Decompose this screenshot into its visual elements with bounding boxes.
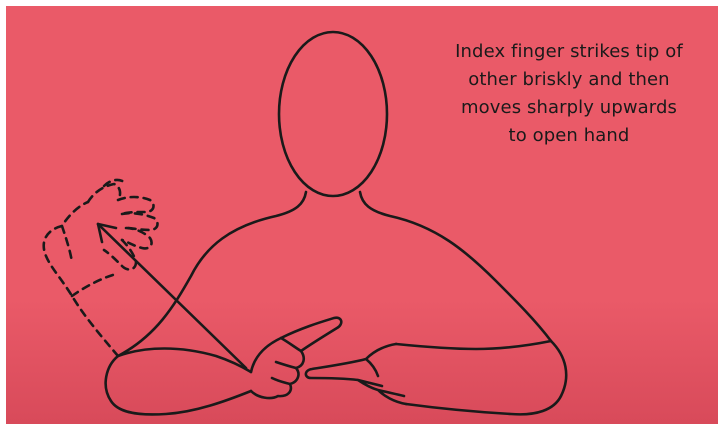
motion-arrow-shaft <box>98 224 246 368</box>
caption-line-2: other briskly and then <box>424 66 714 94</box>
caption-line-4: to open hand <box>424 122 714 150</box>
right-hand <box>306 344 406 404</box>
caption-line-1: Index finger strikes tip of <box>424 38 714 66</box>
left-hand <box>251 318 341 398</box>
instruction-caption: Index finger strikes tip of other briskl… <box>424 38 714 150</box>
body-outline <box>118 192 551 356</box>
sign-instruction-panel: Index finger strikes tip of other briskl… <box>6 6 718 424</box>
right-forearm <box>396 341 566 414</box>
left-forearm <box>106 349 251 415</box>
head-outline <box>279 32 387 196</box>
caption-line-3: moves sharply upwards <box>424 94 714 122</box>
open-hand-dashed <box>44 180 158 356</box>
